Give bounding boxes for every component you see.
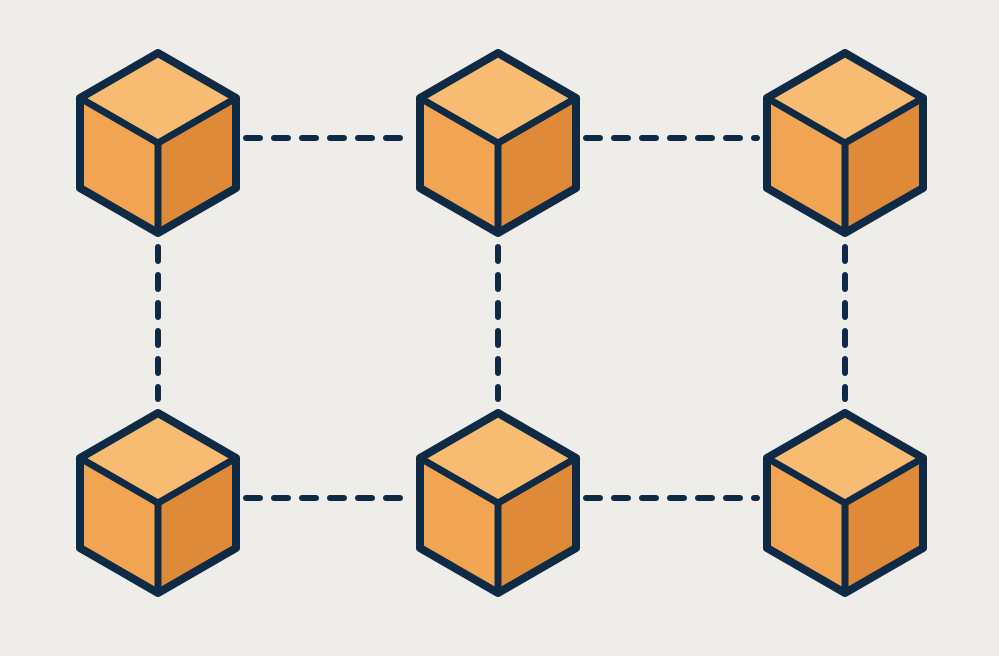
cube-bottom-right-icon	[763, 409, 927, 597]
cube-top-middle-icon	[416, 49, 580, 237]
cube-top-left-icon	[76, 49, 240, 237]
cube-bottom-middle-icon	[416, 409, 580, 597]
nodes-layer	[76, 49, 927, 597]
edges-layer	[155, 135, 848, 501]
cube-top-right-icon	[763, 49, 927, 237]
cube-bottom-left-icon	[76, 409, 240, 597]
